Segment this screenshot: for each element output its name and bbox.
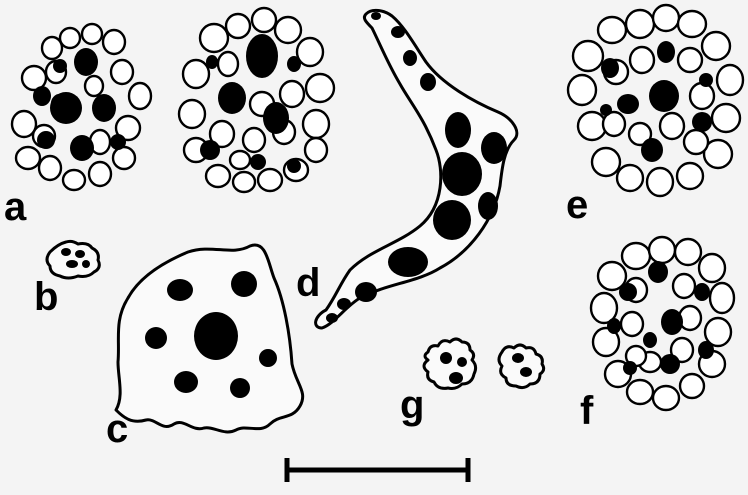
cluster-e [568, 5, 743, 196]
label-d: d [296, 261, 320, 305]
cell-c [116, 245, 303, 432]
cell-b [47, 241, 99, 278]
cluster-a-large [179, 8, 334, 192]
cluster-f [591, 237, 734, 410]
label-e: e [566, 183, 588, 227]
scale-bar [287, 458, 468, 482]
cells-g [424, 339, 544, 389]
label-c: c [106, 407, 128, 451]
label-b: b [34, 275, 58, 319]
label-g: g [400, 383, 424, 427]
label-f: f [580, 389, 594, 433]
cluster-a [12, 24, 151, 190]
cell-d [316, 10, 517, 328]
label-a: a [4, 185, 27, 229]
